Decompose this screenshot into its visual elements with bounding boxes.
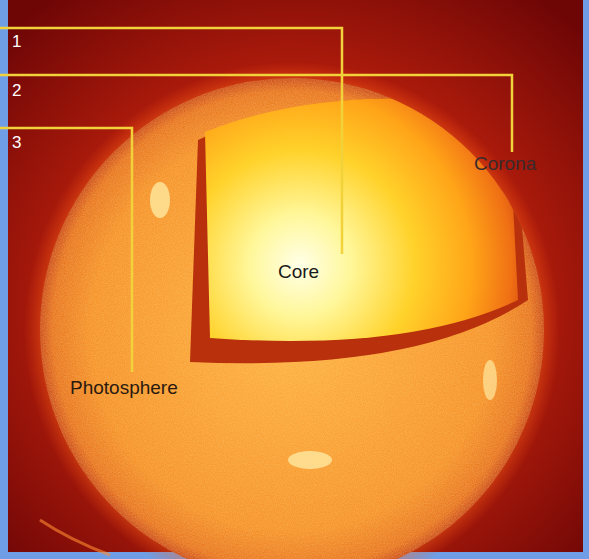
- callout-number: 2: [12, 82, 21, 99]
- core-cutaway: [205, 98, 518, 341]
- bright-spot: [288, 451, 332, 469]
- callout-number: 3: [12, 134, 21, 151]
- granulation: [40, 78, 544, 559]
- part-label: Core: [278, 262, 319, 281]
- bright-spot: [150, 182, 170, 218]
- leader-lines: [0, 28, 512, 372]
- leader-line: [0, 28, 342, 254]
- part-label: Photosphere: [70, 378, 178, 397]
- prominence: [40, 520, 110, 555]
- part-label: Corona: [474, 154, 536, 173]
- callout-number: 1: [12, 33, 21, 50]
- leader-line: [0, 75, 512, 152]
- corona-glow: [24, 62, 560, 559]
- leader-line: [0, 128, 132, 372]
- cut-face: [190, 98, 528, 363]
- photosphere-surface: [40, 78, 544, 559]
- bright-spot: [483, 360, 497, 400]
